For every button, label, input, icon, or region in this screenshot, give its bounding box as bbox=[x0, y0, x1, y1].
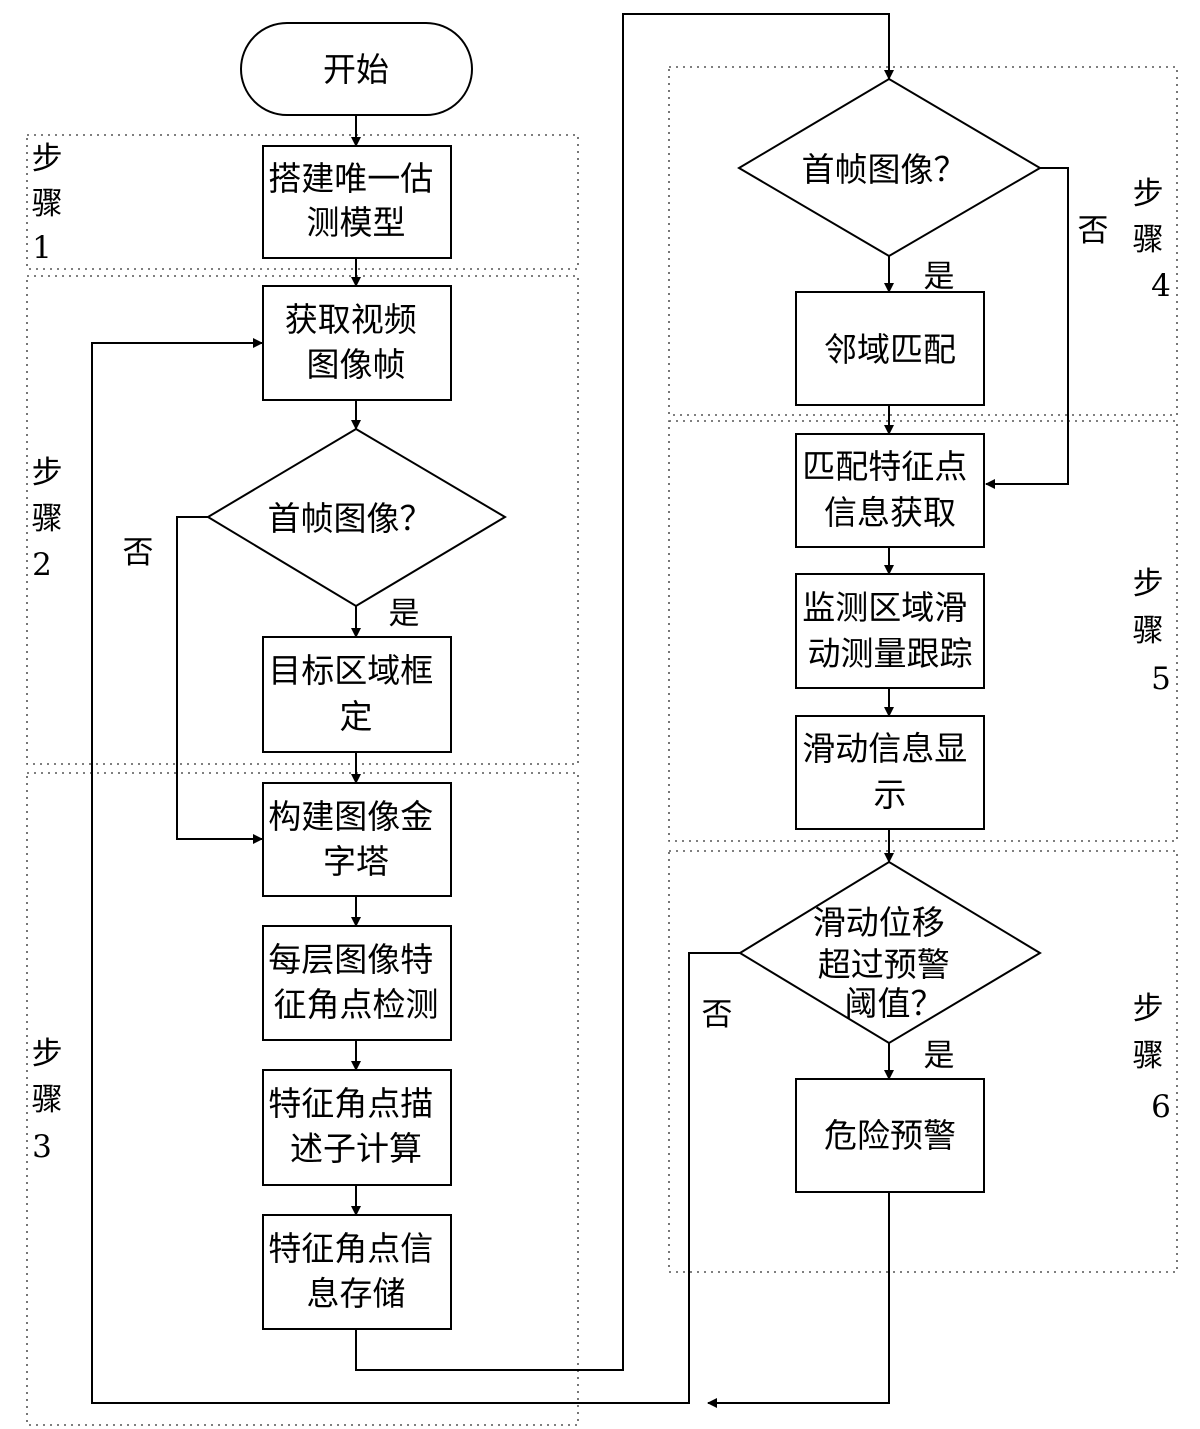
step4-region bbox=[668, 66, 1178, 416]
target-region-label: 目标区域框 定 bbox=[268, 651, 444, 736]
right-decision-no-label: 否 bbox=[1078, 213, 1109, 249]
track-box bbox=[795, 573, 985, 689]
build-pyramid-box bbox=[262, 782, 452, 897]
descriptor-box bbox=[262, 1069, 452, 1186]
first-frame-decision-right bbox=[737, 77, 1042, 258]
step4-label: 步 骤 4 bbox=[1133, 176, 1174, 304]
step3-region bbox=[26, 772, 579, 1426]
match-info-box bbox=[795, 433, 985, 548]
get-frame-box bbox=[262, 285, 452, 401]
threshold-no-label: 否 bbox=[702, 997, 733, 1033]
left-decision-yes-label: 是 bbox=[389, 596, 420, 632]
start-label: 开始 bbox=[323, 50, 389, 89]
step1-label: 步 骤 1 bbox=[32, 141, 73, 266]
get-frame-label: 获取视频 图像帧 bbox=[285, 300, 428, 384]
build-model-label: 搭建唯一估 测模型 bbox=[268, 159, 444, 242]
step1-region bbox=[26, 134, 579, 270]
threshold-yes-label: 是 bbox=[924, 1038, 955, 1074]
store-label: 特征角点信 息存储 bbox=[268, 1229, 444, 1313]
warning-label: 危险预警 bbox=[824, 1116, 956, 1155]
store-box bbox=[262, 1214, 452, 1330]
step2-label: 步 骤 2 bbox=[32, 455, 73, 583]
display-label: 滑动信息显 示 bbox=[802, 729, 978, 814]
corner-detect-label: 每层图像特 征角点检测 bbox=[268, 940, 444, 1024]
track-label: 监测区域滑 动测量跟踪 bbox=[802, 588, 978, 673]
first-frame-right-label: 首帧图像？ bbox=[802, 150, 967, 189]
build-model-box bbox=[262, 145, 452, 259]
neighbor-match-box bbox=[795, 291, 985, 406]
right-decision-yes-label: 是 bbox=[924, 259, 955, 295]
step5-label: 步 骤 5 bbox=[1133, 566, 1174, 697]
step3-label: 步 骤 3 bbox=[32, 1036, 73, 1165]
first-frame-left-label: 首帧图像？ bbox=[268, 499, 433, 538]
arrow-store-to-right-decision bbox=[355, 13, 894, 1371]
neighbor-match-label: 邻域匹配 bbox=[824, 330, 956, 369]
display-box bbox=[795, 715, 985, 830]
first-frame-decision-left bbox=[206, 427, 507, 608]
left-decision-no-label: 否 bbox=[123, 535, 154, 571]
arrow-warning-loop bbox=[707, 1192, 890, 1408]
arrow-right-decision-no bbox=[985, 167, 1069, 489]
corner-detect-box bbox=[262, 925, 452, 1041]
build-pyramid-label: 构建图像金 字塔 bbox=[268, 797, 444, 881]
arrow-threshold-no-loop bbox=[91, 338, 740, 1404]
threshold-decision bbox=[738, 860, 1042, 1045]
step6-label: 步 骤 6 bbox=[1133, 991, 1174, 1125]
step5-region bbox=[668, 420, 1178, 842]
arrow-decision-no-to-pyramid bbox=[176, 516, 263, 844]
descriptor-label: 特征角点描 述子计算 bbox=[268, 1084, 444, 1168]
step6-region bbox=[668, 850, 1178, 1273]
match-info-label: 匹配特征点 信息获取 bbox=[802, 447, 978, 532]
target-region-box bbox=[262, 636, 452, 753]
step2-region bbox=[26, 275, 579, 765]
warning-box bbox=[795, 1078, 985, 1193]
threshold-label: 滑动位移 超过预警 阈值？ bbox=[813, 903, 961, 1023]
start-terminal bbox=[240, 22, 473, 116]
